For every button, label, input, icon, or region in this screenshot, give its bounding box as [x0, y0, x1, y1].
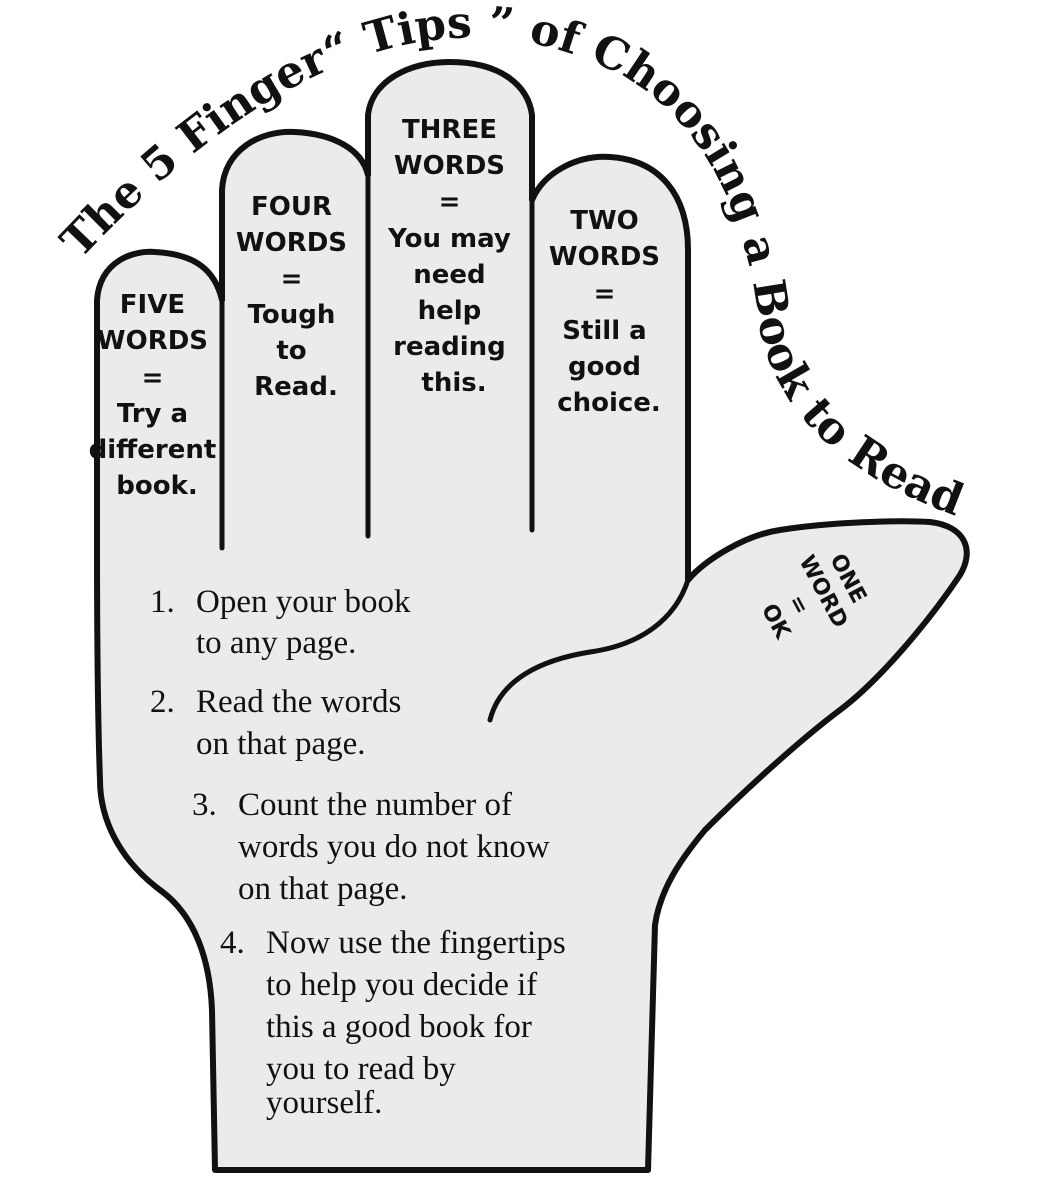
finger-label-four-words: FOUR WORDS = Tough to Read. — [236, 192, 356, 402]
step-line: Now use the fingertips — [266, 925, 566, 961]
step-line: to help you decide if — [266, 967, 537, 1003]
finger-line: Read. — [254, 372, 338, 402]
finger-line: = — [439, 187, 461, 217]
finger-line: reading — [393, 332, 506, 362]
finger-line: Still a — [562, 316, 647, 346]
step-3: 3. Count the number of words you do not … — [192, 787, 558, 907]
step-line: words you do not know — [238, 829, 550, 865]
step-line: you to read by — [266, 1051, 456, 1087]
finger-line: book. — [116, 471, 198, 501]
finger-line: THREE — [402, 115, 497, 145]
finger-line: You may — [387, 224, 511, 254]
step-number: 2. — [150, 684, 175, 720]
finger-line: Tough — [248, 300, 336, 330]
finger-line: = — [281, 264, 303, 294]
step-line: Count the number of — [238, 787, 512, 823]
finger-line: to — [276, 336, 306, 366]
finger-line: = — [142, 363, 164, 393]
finger-line: different — [89, 435, 217, 465]
finger-line: WORDS — [394, 151, 505, 181]
finger-line: need — [413, 260, 485, 290]
finger-line: good — [568, 352, 641, 382]
finger-line: choice. — [557, 388, 661, 418]
finger-line: help — [418, 296, 482, 326]
step-2: 2. Read the words on that page. — [150, 684, 410, 762]
step-number: 4. — [220, 925, 245, 961]
finger-line: FIVE — [120, 290, 185, 320]
finger-line: WORDS — [97, 326, 208, 356]
step-4: 4. Now use the fingertips to help you de… — [220, 925, 574, 1121]
finger-line: TWO — [570, 206, 639, 236]
hand-outline — [94, 59, 970, 1173]
finger-line: WORDS — [549, 242, 660, 272]
step-line: on that page. — [196, 726, 366, 762]
finger-line: WORDS — [236, 228, 347, 258]
finger-line: = — [594, 279, 616, 309]
step-number: 3. — [192, 787, 217, 823]
step-number: 1. — [150, 584, 175, 620]
finger-line: FOUR — [251, 192, 332, 222]
finger-line: this. — [421, 368, 486, 398]
step-line: to any page. — [196, 625, 356, 661]
step-1: 1. Open your book to any page. — [150, 584, 419, 661]
finger-label-three-words: THREE WORDS = You may need help reading … — [387, 115, 520, 398]
step-line: on that page. — [238, 871, 408, 907]
thumb-crease — [487, 577, 691, 723]
finger-label-five-words: FIVE WORDS = Try a different book. — [89, 290, 226, 501]
finger-label-two-words: TWO WORDS = Still a good choice. — [549, 206, 669, 418]
step-line: Read the words — [196, 684, 401, 720]
step-line: this a good book for — [266, 1009, 532, 1045]
step-line: Open your book — [196, 584, 411, 620]
finger-line: Try a — [117, 399, 188, 429]
step-line: yourself. — [266, 1085, 382, 1121]
